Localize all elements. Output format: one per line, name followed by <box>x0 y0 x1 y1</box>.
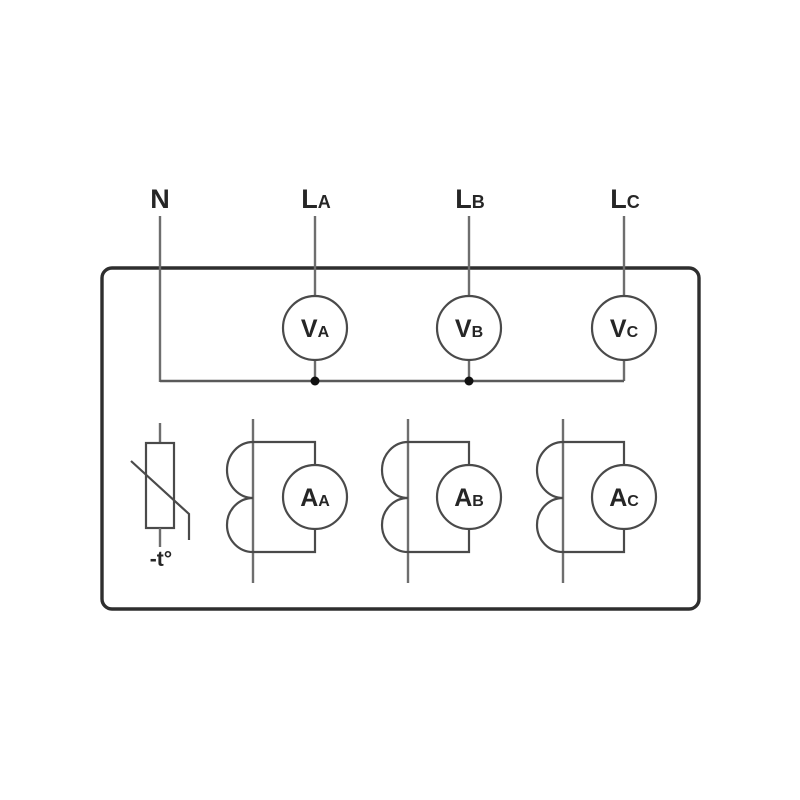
ammeter-label: AC <box>609 484 639 512</box>
ct-loop-top <box>408 440 471 465</box>
voltmeter-label: VA <box>301 315 330 343</box>
junction-dot-b <box>464 376 474 386</box>
voltmeter-circle <box>281 294 349 362</box>
ct-winding-arcs <box>225 440 254 554</box>
ammeter-circle <box>590 463 658 531</box>
current-transformer-a: AA <box>225 419 349 583</box>
ct-loop-bottom <box>253 529 317 554</box>
voltmeter-vb: VB <box>435 294 503 362</box>
thermistor: -t° <box>130 423 191 571</box>
voltmeter-circle <box>590 294 658 362</box>
ammeter-circle <box>281 463 349 531</box>
ammeter-circle <box>435 463 503 531</box>
current-transformer-b: AB <box>380 419 503 583</box>
voltmeter-label: VB <box>455 315 483 343</box>
current-transformer-c: AC <box>535 419 658 583</box>
voltmeter-label: VC <box>610 315 639 343</box>
ct-loop-top <box>563 440 626 465</box>
ammeter-label: AA <box>300 484 330 512</box>
ct-loop-top <box>253 440 317 465</box>
voltmeter-circle <box>435 294 503 362</box>
terminal-label-la: LA <box>301 184 331 214</box>
voltmeter-va: VA <box>281 294 349 362</box>
thermistor-diagonal-stroke <box>130 460 191 540</box>
thermistor-body <box>144 441 176 530</box>
junction-dot-a <box>310 376 320 386</box>
terminal-label-lb: LB <box>455 184 485 214</box>
terminal-label-lc: LC <box>610 184 640 214</box>
ct-loop-bottom <box>563 529 626 554</box>
voltmeter-vc: VC <box>590 294 658 362</box>
ammeter-label: AB <box>454 484 484 512</box>
terminal-label-n: N <box>150 184 170 214</box>
device-enclosure <box>100 266 701 611</box>
ct-winding-arcs <box>380 440 409 554</box>
ct-winding-arcs <box>535 440 564 554</box>
thermistor-label: -t° <box>150 548 172 571</box>
ct-loop-bottom <box>408 529 471 554</box>
